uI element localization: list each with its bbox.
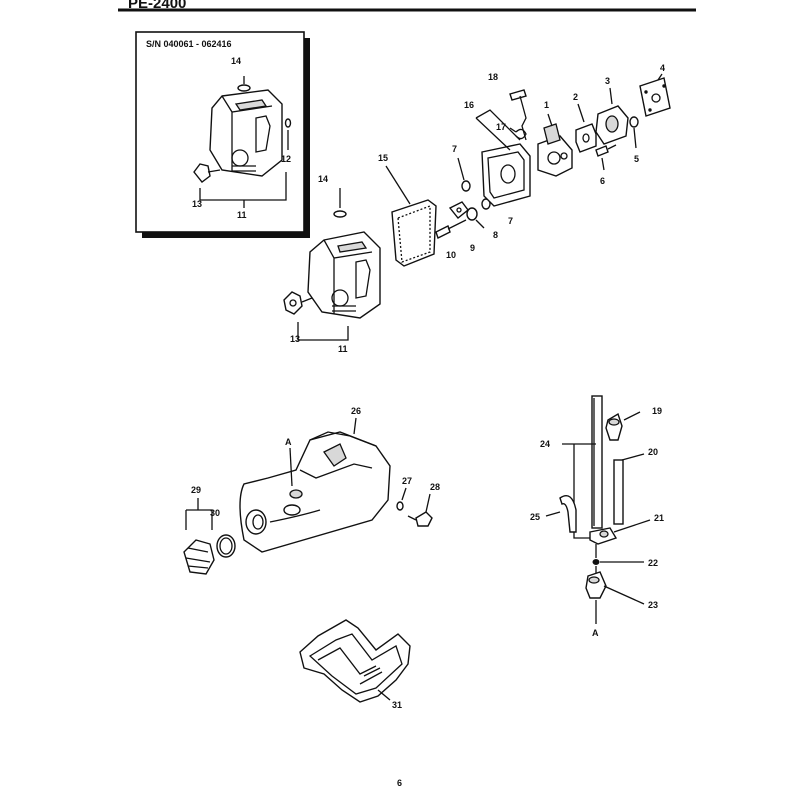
callout-25: 25 [530, 512, 540, 522]
bolt-6 [595, 144, 617, 171]
callout-30: 30 [210, 508, 220, 518]
callout-12-inset: 12 [281, 154, 291, 164]
leader-a-tank [289, 447, 293, 487]
nut-5 [629, 116, 639, 128]
bracket-11-13 [297, 322, 349, 341]
cover-knob-13 [283, 291, 313, 315]
gasket-2 [575, 103, 597, 153]
air-cleaner-cover [307, 231, 381, 319]
callout-7-upper: 7 [452, 144, 457, 154]
callout-29: 29 [191, 485, 201, 495]
primer-tube-20 [613, 453, 645, 525]
grommet-21 [589, 519, 651, 545]
callout-26: 26 [351, 406, 361, 416]
callout-a-line: A [592, 628, 599, 638]
callout-2: 2 [573, 92, 578, 102]
page-number: 6 [397, 778, 402, 788]
washer-27 [396, 501, 404, 511]
clip-17 [515, 128, 527, 140]
callout-14-inset: 14 [231, 56, 241, 66]
callout-28: 28 [430, 482, 440, 492]
clamp-22 [592, 559, 644, 565]
callout-19: 19 [652, 406, 662, 416]
insulator-3 [595, 87, 629, 145]
bolt-28 [407, 493, 433, 527]
inset-air-cleaner-cover [209, 89, 283, 177]
callout-4: 4 [660, 63, 665, 73]
callout-17: 17 [496, 122, 506, 132]
callout-31: 31 [392, 700, 402, 710]
callout-13-inset: 13 [192, 199, 202, 209]
air-cleaner-base [481, 143, 531, 207]
callout-9: 9 [470, 243, 475, 253]
fuel-filter-23 [585, 571, 645, 624]
callout-10: 10 [446, 250, 456, 260]
inset-serial-range: S/N 040061 - 062416 [146, 39, 232, 49]
callout-15: 15 [378, 153, 388, 163]
cover-plug-14 [333, 188, 347, 218]
callout-20: 20 [648, 447, 658, 457]
fuel-cap [183, 539, 215, 575]
gasket-4 [639, 73, 671, 117]
air-filter [385, 165, 437, 267]
washer-9 [448, 201, 469, 219]
inset-clip-12 [284, 118, 292, 150]
callout-3: 3 [605, 76, 610, 86]
callout-13: 13 [290, 334, 300, 344]
plate-8 [466, 207, 485, 229]
screw-10 [435, 219, 467, 239]
fuel-line-24 [591, 395, 603, 529]
callout-a-tank: A [285, 437, 292, 447]
callout-22: 22 [648, 558, 658, 568]
callout-14: 14 [318, 174, 328, 184]
hose-25 [545, 495, 577, 533]
callout-18: 18 [488, 72, 498, 82]
nut-7-upper [461, 180, 471, 192]
bracket-16 [475, 109, 521, 151]
callout-27: 27 [402, 476, 412, 486]
cap-19 [605, 411, 641, 441]
callout-24: 24 [540, 439, 550, 449]
callout-16: 16 [464, 100, 474, 110]
inset-plug-14 [237, 76, 251, 92]
callout-5: 5 [634, 154, 639, 164]
choke-rod-18 [509, 89, 527, 141]
callout-11-inset: 11 [237, 210, 247, 220]
inset-bracket-11-13 [199, 172, 287, 208]
inset-knob-13 [193, 163, 221, 183]
callout-1: 1 [544, 100, 549, 110]
callout-7-lower: 7 [508, 216, 513, 226]
callout-11: 11 [338, 344, 348, 354]
tank-guard [299, 619, 411, 703]
callout-21: 21 [654, 513, 664, 523]
callout-23: 23 [648, 600, 658, 610]
nut-7-lower [481, 198, 491, 210]
carburetor [537, 113, 573, 177]
bracket-29-30 [185, 509, 213, 530]
callout-6: 6 [600, 176, 605, 186]
fuel-tank [239, 431, 391, 553]
callout-8: 8 [493, 230, 498, 240]
